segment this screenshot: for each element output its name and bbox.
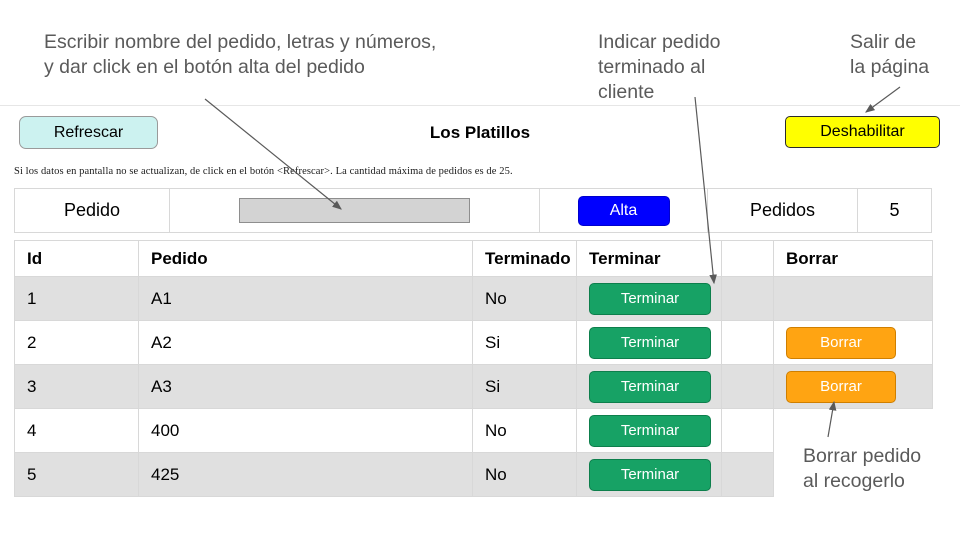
cell-terminado: Si: [472, 320, 577, 365]
cell-borrar-empty: [773, 452, 933, 497]
pedidos-count-label: Pedidos: [708, 189, 858, 232]
cell-terminar-action: Terminar: [576, 452, 722, 497]
column-header-terminar: Terminar: [576, 240, 722, 277]
cell-terminar-action: Terminar: [576, 320, 722, 365]
cell-borrar-empty: [773, 408, 933, 453]
borrar-button[interactable]: Borrar: [786, 326, 896, 359]
table-header-row: Id Pedido Terminado Terminar Borrar: [14, 240, 933, 277]
pedidos-count-value: 5: [889, 200, 900, 220]
cell-id: 4: [14, 408, 139, 453]
cell-spacer: [721, 364, 774, 409]
pedido-input[interactable]: [239, 198, 470, 223]
column-header-id: Id: [14, 240, 139, 277]
borrar-button[interactable]: Borrar: [786, 370, 896, 403]
column-header-gap: [721, 240, 774, 277]
cell-borrar-action: Borrar: [773, 364, 933, 409]
cell-terminado: Si: [472, 364, 577, 409]
terminar-button[interactable]: Terminar: [589, 458, 711, 491]
column-header-pedido: Pedido: [138, 240, 473, 277]
cell-terminar-action: Terminar: [576, 276, 722, 321]
app-window: Refrescar Los Platillos Deshabilitar Si …: [0, 105, 960, 516]
annotation-escribir-pedido: Escribir nombre del pedido, letras y núm…: [44, 31, 437, 78]
cell-spacer: [721, 276, 774, 321]
cell-id: 5: [14, 452, 139, 497]
help-note: Si los datos en pantalla no se actualiza…: [14, 166, 513, 177]
cell-borrar-action: Borrar: [773, 320, 933, 365]
cell-id: 2: [14, 320, 139, 365]
pedido-input-cell: [170, 189, 540, 232]
cell-spacer: [721, 320, 774, 365]
table-header: Id Pedido Terminado Terminar Borrar: [14, 240, 933, 277]
cell-pedido: 425: [138, 452, 473, 497]
cell-terminar-action: Terminar: [576, 364, 722, 409]
cell-pedido: A1: [138, 276, 473, 321]
cell-terminado: No: [472, 276, 577, 321]
cell-pedido: A2: [138, 320, 473, 365]
annotation-indicar-terminado: Indicar pedido terminado al cliente: [598, 31, 721, 103]
pedido-field-label: Pedido: [15, 189, 170, 232]
cell-pedido: A3: [138, 364, 473, 409]
cell-id: 3: [14, 364, 139, 409]
alta-cell: Alta: [540, 189, 708, 232]
cell-terminar-action: Terminar: [576, 408, 722, 453]
column-header-borrar: Borrar: [773, 240, 933, 277]
cell-id: 1: [14, 276, 139, 321]
refrescar-button[interactable]: Refrescar: [19, 116, 158, 149]
cell-borrar-empty: [773, 276, 933, 321]
cell-terminado: No: [472, 452, 577, 497]
cell-terminado: No: [472, 408, 577, 453]
alta-button[interactable]: Alta: [577, 195, 670, 226]
annotation-salir-pagina: Salir de la página: [850, 31, 930, 78]
deshabilitar-button[interactable]: Deshabilitar: [785, 116, 940, 148]
terminar-button[interactable]: Terminar: [589, 414, 711, 447]
column-header-terminado: Terminado: [472, 240, 577, 277]
cell-pedido: 400: [138, 408, 473, 453]
cell-spacer: [721, 408, 774, 453]
page-title: Los Platillos: [429, 123, 531, 142]
order-entry-row: Pedido Alta Pedidos 5: [14, 188, 932, 233]
terminar-button[interactable]: Terminar: [589, 370, 711, 403]
terminar-button[interactable]: Terminar: [589, 326, 711, 359]
toolbar: Refrescar Los Platillos Deshabilitar: [0, 106, 960, 159]
cell-spacer: [721, 452, 774, 497]
terminar-button[interactable]: Terminar: [589, 282, 711, 315]
